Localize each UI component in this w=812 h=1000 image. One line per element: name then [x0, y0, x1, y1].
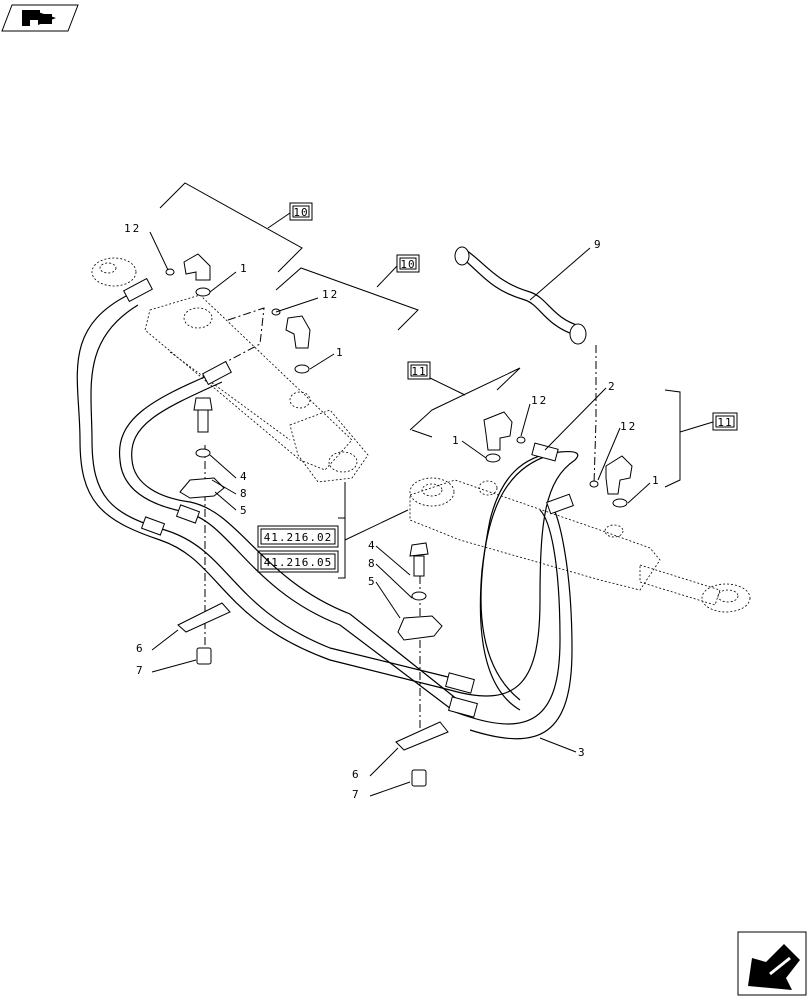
right-hydraulic-cylinder — [409, 477, 751, 613]
callout-leaders — [149, 231, 651, 797]
section-ref-bracket — [338, 482, 409, 579]
hose-right-3 — [449, 450, 579, 740]
callout-6: 6 — [136, 642, 145, 655]
ref-box-10-a[interactable]: 10 — [289, 202, 313, 221]
callout-12: 12 — [531, 394, 548, 407]
callout-12: 12 — [620, 420, 637, 433]
hose-left-outer — [76, 294, 453, 691]
bracket-10-left — [159, 182, 303, 273]
callout-9: 9 — [594, 238, 603, 251]
callout-8: 8 — [368, 557, 377, 570]
ref-box-11-a-label: 11 — [411, 365, 426, 378]
assembly-centerlines — [204, 307, 597, 740]
ref-box-10-b[interactable]: 10 — [396, 254, 420, 273]
spacers-7 — [196, 647, 427, 787]
elbow-fitting-right-b — [605, 455, 633, 508]
callout-4: 4 — [240, 470, 249, 483]
callout-12: 12 — [322, 288, 339, 301]
callout-5: 5 — [240, 504, 249, 517]
bracket-10-right — [275, 265, 419, 331]
bracket-11-middle — [409, 367, 521, 438]
callout-8: 8 — [240, 487, 249, 500]
callout-1: 1 — [652, 474, 661, 487]
callout-4: 4 — [368, 539, 377, 552]
bolt-4-left — [179, 397, 225, 499]
section-ref-41-216-02[interactable]: 41.216.02 — [257, 525, 339, 548]
ref-box-11-b[interactable]: 11 — [712, 412, 738, 431]
hose-fittings — [123, 277, 574, 718]
rigid-pipe-9 — [454, 246, 587, 345]
ref-box-10-b-label: 10 — [400, 258, 415, 271]
bracket-11-right — [664, 389, 714, 488]
callout-5: 5 — [368, 575, 377, 588]
ref-box-11-b-label: 11 — [717, 416, 732, 429]
ref-box-11-a[interactable]: 11 — [407, 361, 431, 380]
section-ref-41-216-05[interactable]: 41.216.05 — [257, 550, 339, 573]
bolt-4-mid — [397, 542, 443, 641]
ref-box-10-a-label: 10 — [293, 206, 308, 219]
callout-numbers: 12 1 12 1 9 2 12 1 12 1 4 8 5 4 8 5 6 7 … — [124, 222, 661, 801]
callout-1: 1 — [452, 434, 461, 447]
callout-2: 2 — [608, 380, 617, 393]
arrow-back-icon[interactable] — [1, 4, 79, 32]
elbow-fitting-mid-left — [285, 315, 311, 374]
callout-1: 1 — [336, 346, 345, 359]
section-ref-41-216-02-label: 41.216.02 — [264, 531, 333, 544]
plates-6 — [177, 602, 449, 751]
callout-12: 12 — [124, 222, 141, 235]
arrow-forward-icon[interactable] — [737, 931, 807, 996]
callout-1: 1 — [240, 262, 249, 275]
section-ref-41-216-05-label: 41.216.05 — [264, 556, 333, 569]
elbow-fitting-right-a — [483, 411, 513, 463]
callout-7: 7 — [136, 664, 145, 677]
callout-3: 3 — [578, 746, 587, 759]
callout-6: 6 — [352, 768, 361, 781]
callout-7: 7 — [352, 788, 361, 801]
elbow-fitting-top-left — [183, 253, 211, 297]
